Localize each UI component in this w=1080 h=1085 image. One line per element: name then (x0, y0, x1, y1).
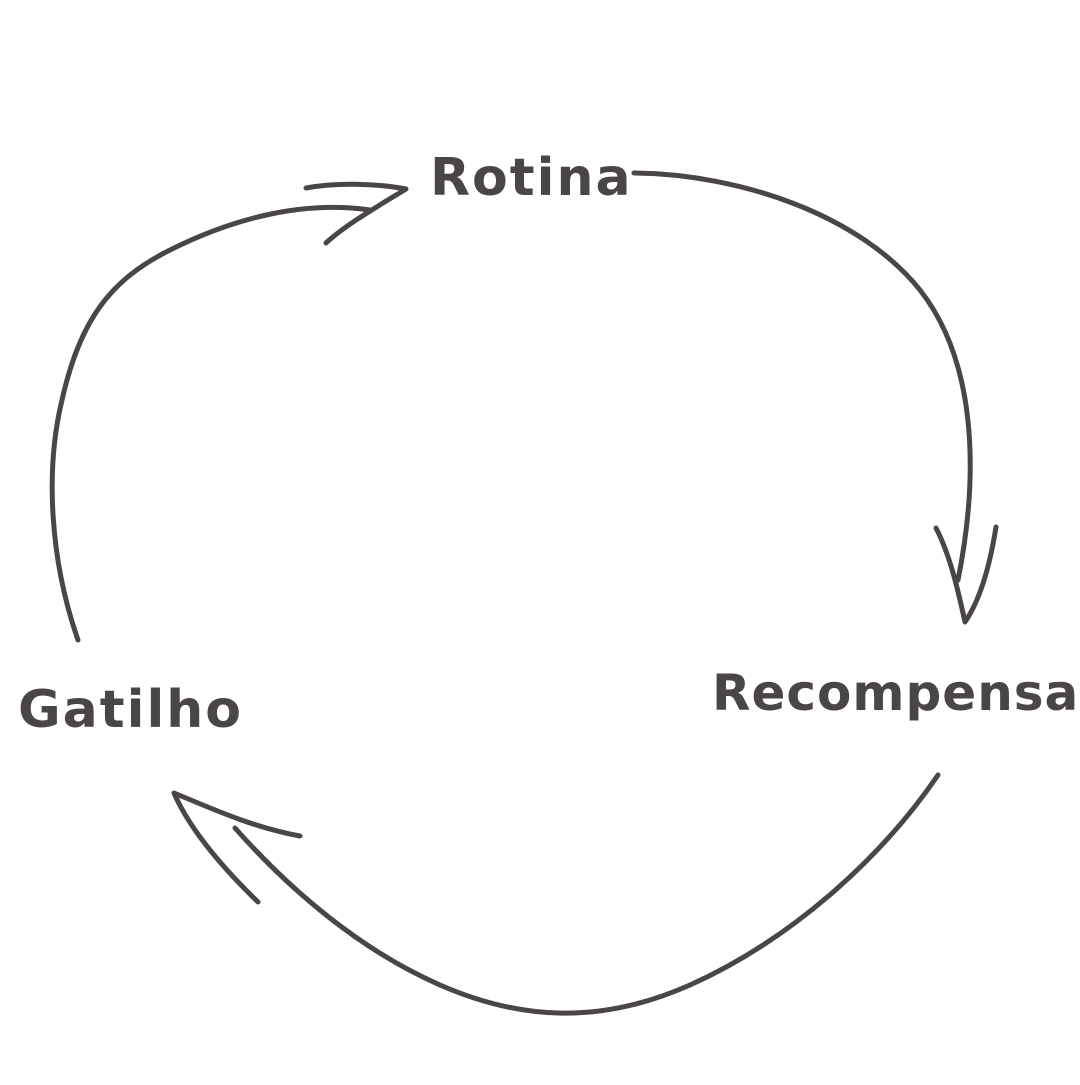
arrow-head (303, 181, 409, 246)
arrow-head (171, 790, 303, 905)
arrow-gatilho-to-rotina (49, 181, 409, 643)
arrow-shaft (631, 170, 973, 583)
arrow-shaft (49, 204, 373, 643)
arrow-head (933, 524, 999, 625)
arrow-rotina-to-recompensa (631, 170, 999, 625)
arrow-shaft (232, 772, 941, 1016)
node-label-gatilho: Gatilho (18, 680, 244, 740)
arrow-recompensa-to-gatilho (171, 772, 941, 1016)
node-label-recompensa: Recompensa (712, 664, 1080, 722)
node-label-rotina: Rotina (430, 148, 633, 208)
